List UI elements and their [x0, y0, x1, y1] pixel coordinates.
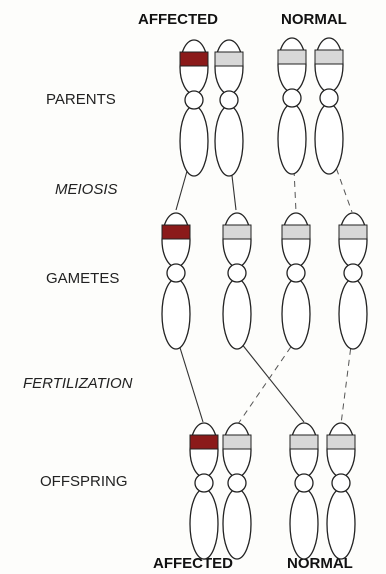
normal-gene-band [278, 50, 306, 64]
chromosome-centromere [228, 264, 246, 282]
chromosome-centromere [228, 474, 246, 492]
offspring-affected-chromosome-1 [190, 423, 218, 559]
chromosome-lower-arm [180, 106, 208, 176]
chromosome-lower-arm [278, 104, 306, 174]
chromosome-centromere [320, 89, 338, 107]
parents-label: PARENTS [46, 91, 116, 108]
chromosome-lower-arm [162, 279, 190, 349]
chromosome-lower-arm [215, 106, 243, 176]
top-normal-header: NORMAL [281, 11, 347, 28]
inheritance-lines [176, 148, 352, 424]
normal-gene-band [282, 225, 310, 239]
chromosome-lower-arm [190, 489, 218, 559]
chromosome-upper-arm [180, 40, 208, 94]
chromosome-upper-arm [162, 213, 190, 267]
fertilization-label: FERTILIZATION [23, 375, 133, 392]
chromosome-upper-arm [290, 423, 318, 477]
chromosome-upper-arm [315, 38, 343, 92]
chromosome-lower-arm [327, 489, 355, 559]
chromosome-centromere [295, 474, 313, 492]
line-affected-gamete-to-offspring [177, 338, 203, 422]
chromosome-lower-arm [290, 489, 318, 559]
chromosome-upper-arm [282, 213, 310, 267]
normal-gene-band [339, 225, 367, 239]
offspring-affected-chromosome-2 [223, 423, 251, 559]
offspring-normal-chromosome-2 [327, 423, 355, 559]
parent-normal-chromosome-2 [315, 38, 343, 174]
chromosomes [162, 38, 367, 559]
chromosome-lower-arm [339, 279, 367, 349]
chromosome-centromere [195, 474, 213, 492]
affected-gene-band [162, 225, 190, 239]
gamete-chromosome-1 [162, 213, 190, 349]
chromosome-lower-arm [282, 279, 310, 349]
chromosome-centromere [220, 91, 238, 109]
gamete-chromosome-4 [339, 213, 367, 349]
chromosome-upper-arm [190, 423, 218, 477]
parent-affected-chromosome-2 [215, 40, 243, 176]
normal-gene-band [215, 52, 243, 66]
chromosome-upper-arm [278, 38, 306, 92]
meiosis-label: MEIOSIS [55, 181, 118, 198]
affected-gene-band [180, 52, 208, 66]
bottom-affected-header: AFFECTED [153, 555, 233, 572]
normal-gene-band [290, 435, 318, 449]
affected-gene-band [190, 435, 218, 449]
gametes-label: GAMETES [46, 270, 119, 287]
chromosome-upper-arm [339, 213, 367, 267]
chromosome-upper-arm [327, 423, 355, 477]
normal-gene-band [315, 50, 343, 64]
gamete-chromosome-2 [223, 213, 251, 349]
normal-gene-band [327, 435, 355, 449]
normal-gene-band [223, 435, 251, 449]
chromosome-upper-arm [215, 40, 243, 94]
chromosome-centromere [344, 264, 362, 282]
chromosome-centromere [185, 91, 203, 109]
chromosome-lower-arm [315, 104, 343, 174]
chromosome-centromere [167, 264, 185, 282]
offspring-label: OFFSPRING [40, 473, 128, 490]
chromosome-centromere [332, 474, 350, 492]
parent-normal-chromosome-1 [278, 38, 306, 174]
dashed-line-gamete-4-to-offspring [341, 338, 352, 424]
offspring-normal-chromosome-1 [290, 423, 318, 559]
chromosome-upper-arm [223, 423, 251, 477]
chromosome-centromere [283, 89, 301, 107]
line-normal-gamete-to-offspring [237, 338, 304, 422]
normal-gene-band [223, 225, 251, 239]
parent-affected-chromosome-1 [180, 40, 208, 176]
chromosome-centromere [287, 264, 305, 282]
gamete-chromosome-3 [282, 213, 310, 349]
chromosome-upper-arm [223, 213, 251, 267]
chromosome-lower-arm [223, 279, 251, 349]
chromosome-lower-arm [223, 489, 251, 559]
top-affected-header: AFFECTED [138, 11, 218, 28]
